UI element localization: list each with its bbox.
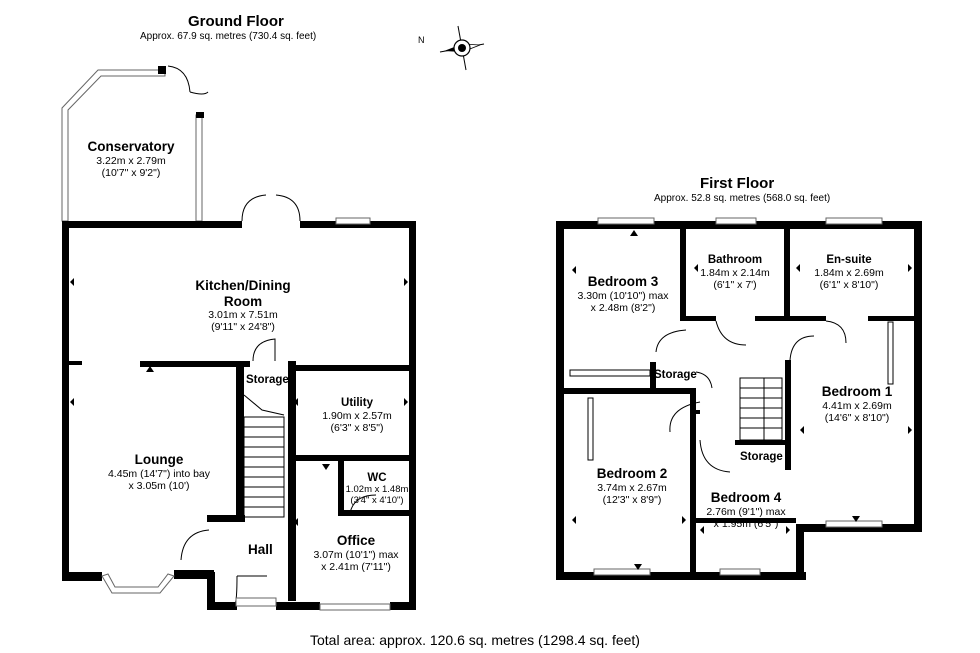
room-dims-imperial: (10'7" x 9'2")	[101, 166, 161, 179]
room-name: Office	[336, 533, 376, 548]
room-en-suite: En-suite 1.84m x 2.69m (6'1" x 8'10")	[794, 254, 904, 291]
first-floor-title: First Floor	[700, 175, 775, 192]
room-dims: 3.01m x 7.51m	[208, 309, 278, 322]
room-dims-line2: x 2.41m (7'11")	[321, 560, 391, 573]
ground-floor-title: Ground Floor	[188, 13, 284, 30]
room-dims-imperial: (6'3" x 8'5")	[330, 422, 384, 435]
room-storage-first-b: Storage	[740, 451, 783, 463]
room-dims-imperial: (6'1" x 7')	[713, 279, 757, 292]
room-dims: 1.02m x 1.48m	[345, 484, 409, 496]
room-name: Bedroom 4	[710, 490, 782, 505]
room-wc: WC 1.02m x 1.48m (3'4" x 4'10")	[344, 472, 410, 507]
first-floor-area: Approx. 52.8 sq. metres (568.0 sq. feet)	[654, 193, 831, 204]
room-conservatory: Conservatory 3.22m x 2.79m (10'7" x 9'2"…	[72, 139, 190, 179]
room-bedroom-1: Bedroom 1 4.41m x 2.69m (14'6" x 8'10")	[804, 384, 910, 424]
room-name: WC	[367, 472, 387, 484]
room-dims-imperial: (9'11" x 24'8")	[211, 321, 275, 334]
room-dims: 3.22m x 2.79m	[96, 154, 166, 167]
room-dims-imperial: (12'3" x 8'9")	[602, 493, 662, 506]
compass-icon	[439, 25, 485, 71]
first-stairs	[739, 377, 783, 441]
room-bathroom: Bathroom 1.84m x 2.14m (6'1" x 7')	[690, 254, 780, 291]
room-dims: 3.74m x 2.67m	[597, 481, 667, 494]
room-bedroom-2: Bedroom 2 3.74m x 2.67m (12'3" x 8'9")	[582, 466, 682, 506]
room-dims-imperial: (14'6" x 8'10")	[824, 411, 890, 424]
room-storage-ground: Storage	[246, 374, 289, 386]
room-dims: 3.30m (10'10") max	[577, 289, 669, 302]
room-office: Office 3.07m (10'1") max x 2.41m (7'11")	[306, 533, 406, 573]
first-floor-plan	[556, 217, 922, 580]
room-dims-imperial: (6'1" x 8'10")	[819, 279, 879, 292]
room-storage-first-a: Storage	[654, 369, 697, 381]
room-dims-imperial: (3'4" x 4'10")	[350, 495, 404, 507]
room-dims-line2: x 3.05m (10')	[128, 479, 190, 492]
room-utility: Utility 1.90m x 2.57m (6'3" x 8'5")	[310, 397, 404, 434]
room-name: Bedroom 3	[587, 274, 659, 289]
room-name: Kitchen/Dining	[195, 278, 291, 293]
direction-markers	[70, 230, 912, 570]
room-dims: 3.07m (10'1") max	[313, 548, 399, 561]
room-dims: 4.41m x 2.69m	[822, 399, 892, 412]
room-dims-line2: x 2.48m (8'2")	[590, 301, 656, 314]
room-dims-line2: x 1.95m (6'5")	[713, 517, 779, 530]
room-dims: 4.45m (14'7") into bay	[107, 467, 211, 480]
room-kitchen-dining: Kitchen/Dining Room 3.01m x 7.51m (9'11"…	[178, 278, 308, 333]
room-dims: 2.76m (9'1") max	[706, 505, 786, 518]
ground-stairs	[243, 394, 285, 518]
room-bedroom-4: Bedroom 4 2.76m (9'1") max x 1.95m (6'5"…	[698, 490, 794, 530]
room-hall: Hall	[248, 542, 273, 557]
room-dims: 1.84m x 2.69m	[814, 267, 884, 280]
room-name: Lounge	[134, 452, 184, 467]
room-name: Bedroom 1	[821, 384, 893, 399]
room-name: Bathroom	[707, 254, 763, 266]
room-name: En-suite	[826, 254, 872, 266]
compass-north-label: N	[418, 35, 425, 45]
room-lounge: Lounge 4.45m (14'7") into bay x 3.05m (1…	[84, 452, 234, 492]
room-dims: 1.90m x 2.57m	[322, 410, 392, 423]
room-dims: 1.84m x 2.14m	[700, 267, 770, 280]
room-name: Utility	[341, 397, 373, 409]
room-bedroom-3: Bedroom 3 3.30m (10'10") max x 2.48m (8'…	[570, 274, 676, 314]
ground-floor-area: Approx. 67.9 sq. metres (730.4 sq. feet)	[140, 31, 317, 42]
ground-floor-plan	[61, 65, 416, 611]
total-area: Total area: approx. 120.6 sq. metres (12…	[310, 632, 640, 648]
room-name: Conservatory	[87, 139, 175, 154]
room-name: Bedroom 2	[596, 466, 668, 481]
room-name-line2: Room	[223, 293, 263, 309]
